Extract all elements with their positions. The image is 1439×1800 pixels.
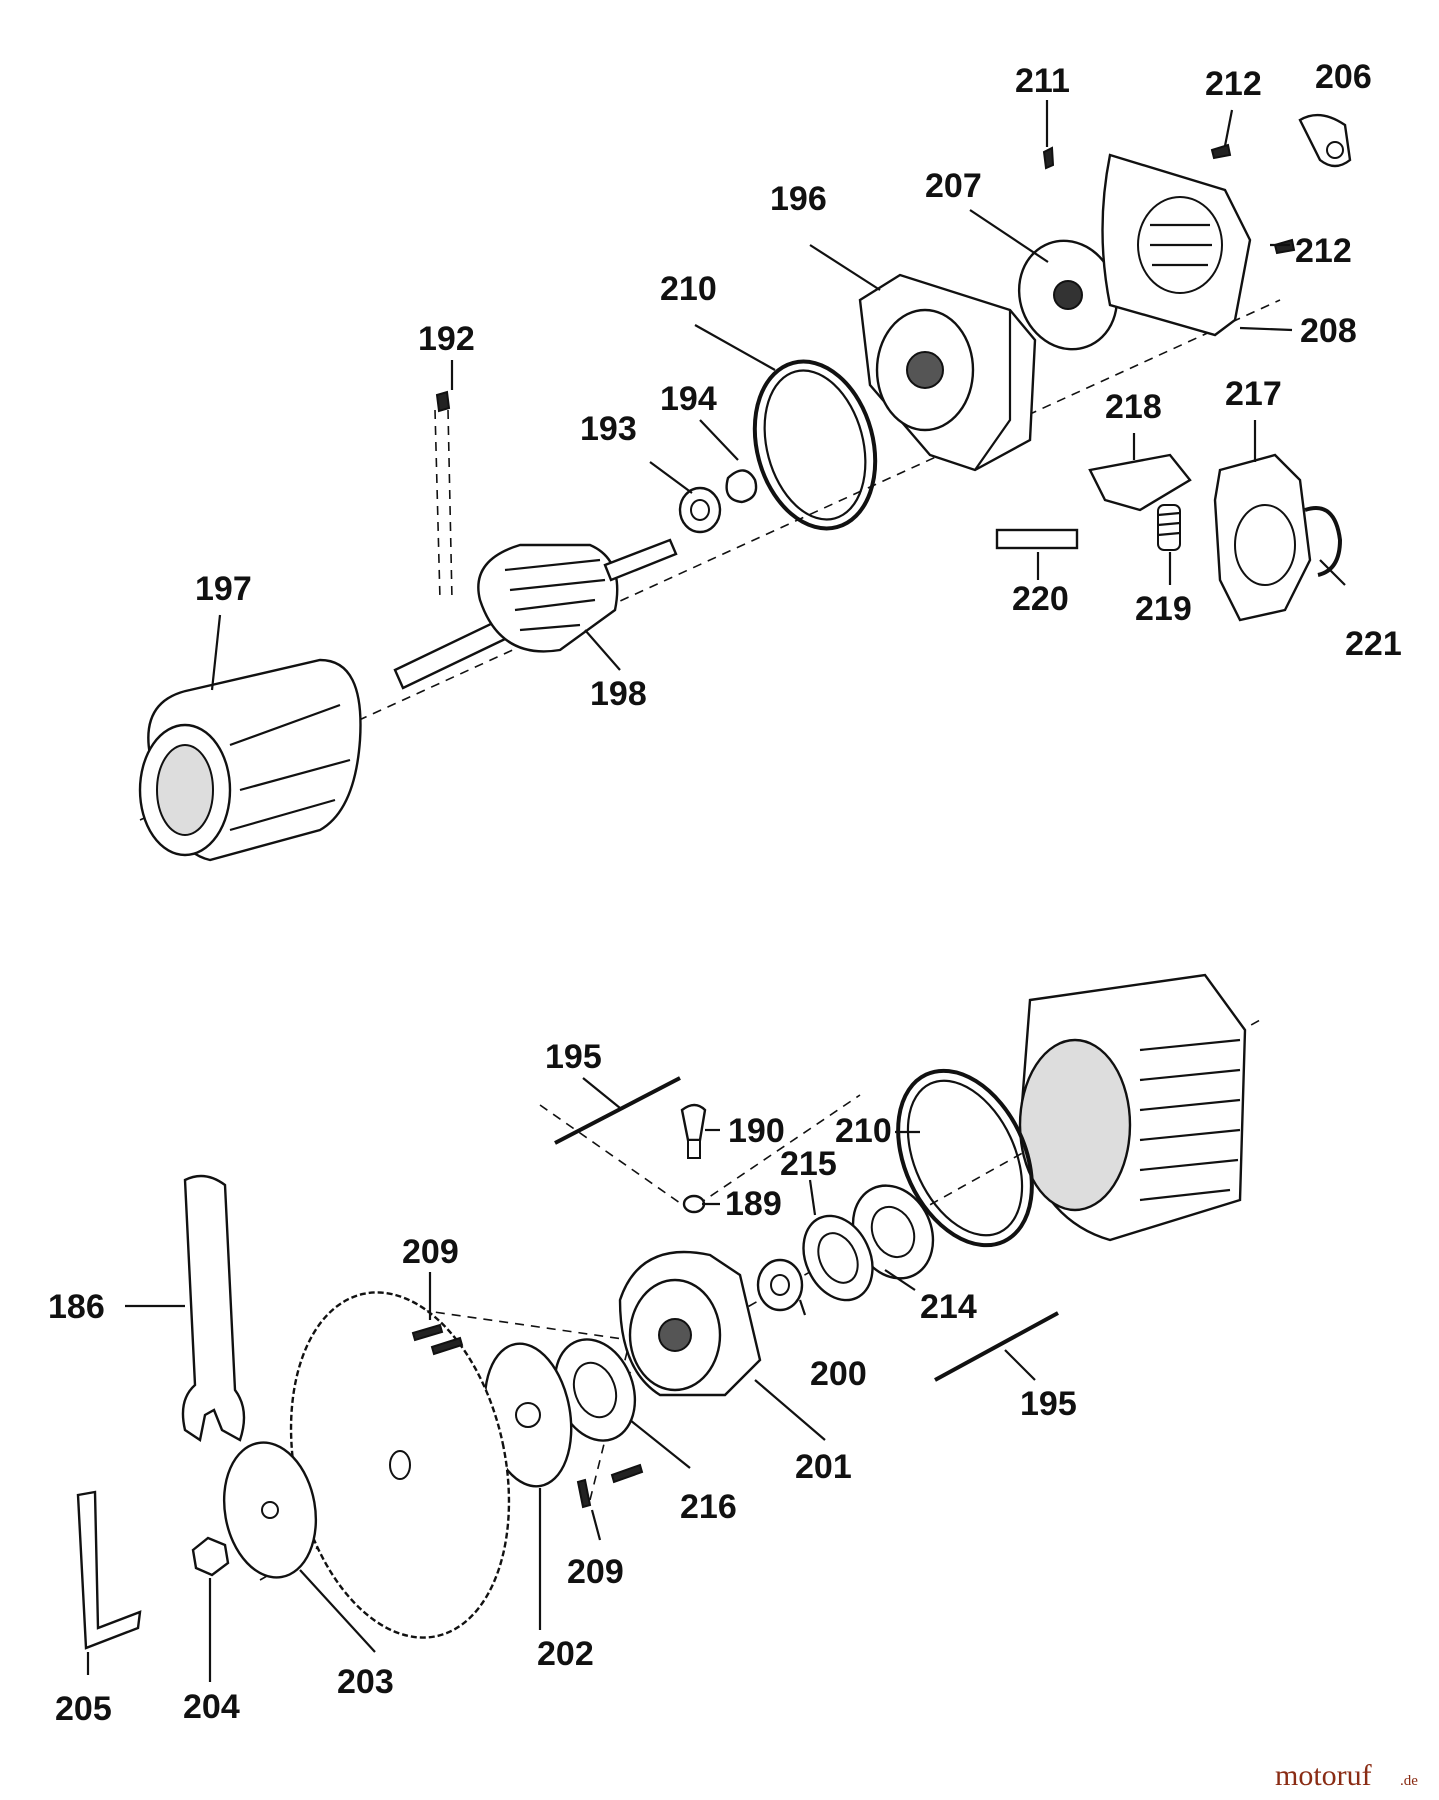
label-209-a: 209 (402, 1233, 459, 1271)
label-210-top: 210 (660, 270, 717, 308)
backplate-217 (1213, 453, 1312, 622)
leader-lines-top (210, 100, 1346, 691)
bearing-200 (756, 1258, 804, 1312)
label-211: 211 (1015, 62, 1070, 100)
knob-190 (680, 1103, 707, 1159)
armature-198 (393, 538, 678, 690)
label-195-a: 195 (545, 1038, 602, 1076)
watermark-suffix: .de (1400, 1773, 1418, 1789)
label-212-b: 212 (1295, 232, 1352, 270)
pin-192 (435, 390, 451, 413)
bracket-218 (1088, 453, 1192, 512)
label-204: 204 (183, 1688, 240, 1726)
label-212-a: 212 (1205, 65, 1262, 103)
saw-blade (289, 1291, 511, 1639)
motor-housing (1018, 973, 1247, 1242)
label-197: 197 (195, 570, 252, 608)
label-201: 201 (795, 1448, 852, 1486)
cover-208 (1101, 153, 1252, 337)
ring-221 (1304, 506, 1343, 577)
label-220: 220 (1012, 580, 1069, 618)
gasket-214 (851, 1184, 935, 1280)
rod-195-b (934, 1311, 1059, 1382)
label-186: 186 (48, 1288, 105, 1326)
leader-lines-bottom (86, 1077, 1036, 1682)
end-housing-196 (858, 273, 1037, 472)
label-210-bottom: 210 (835, 1112, 892, 1150)
label-216: 216 (680, 1488, 737, 1526)
clip-194 (725, 469, 758, 504)
label-219: 219 (1135, 590, 1192, 628)
wrench-186 (181, 1174, 246, 1442)
key-guide-line-2 (447, 409, 453, 601)
allen-key-205 (76, 1490, 142, 1650)
part-labels: 192 197 193 194 210 196 207 211 212 206 … (48, 58, 1402, 1728)
spring-219 (1157, 504, 1181, 551)
label-194: 194 (660, 380, 717, 418)
screw-212-a (1210, 143, 1232, 160)
key-206 (1298, 113, 1352, 168)
screw-211 (1042, 146, 1055, 170)
bearing-193 (678, 486, 722, 534)
label-189: 189 (725, 1185, 782, 1223)
label-207: 207 (925, 167, 982, 205)
key-guide-line (434, 409, 441, 601)
washer-202 (483, 1342, 573, 1488)
label-192: 192 (418, 320, 475, 358)
outer-washer-203 (222, 1441, 318, 1579)
label-214: 214 (920, 1288, 977, 1326)
label-218: 218 (1105, 388, 1162, 426)
flange-216 (553, 1338, 637, 1442)
rod-195-a (554, 1076, 681, 1145)
label-208: 208 (1300, 312, 1357, 350)
stator-housing-197 (138, 658, 362, 862)
screw-209-d (610, 1463, 644, 1484)
gear-housing-201 (618, 1250, 762, 1397)
belt-210-top (752, 359, 878, 531)
watermark-text: motoruf (1275, 1759, 1372, 1792)
label-206: 206 (1315, 58, 1372, 96)
label-195-b: 195 (1020, 1385, 1077, 1423)
label-198: 198 (590, 675, 647, 713)
ring-plate-215 (802, 1214, 874, 1302)
screw-209-c (576, 1478, 592, 1509)
label-217: 217 (1225, 375, 1282, 413)
screw-209-a (411, 1323, 444, 1342)
nut-189 (682, 1194, 706, 1214)
belt-210-bottom (896, 1068, 1034, 1248)
label-209-b: 209 (567, 1553, 624, 1591)
label-202: 202 (537, 1635, 594, 1673)
label-196: 196 (770, 180, 827, 218)
label-193: 193 (580, 410, 637, 448)
label-215: 215 (780, 1145, 837, 1183)
nut-204 (191, 1536, 230, 1577)
label-203: 203 (337, 1663, 394, 1701)
label-190: 190 (728, 1112, 785, 1150)
label-200: 200 (810, 1355, 867, 1393)
watermark-logo: motoruf .de (1275, 1759, 1418, 1792)
screw-212-b (1273, 238, 1296, 255)
screw-209-b (430, 1336, 464, 1356)
label-221: 221 (1345, 625, 1402, 663)
plate-220 (995, 528, 1079, 550)
label-205: 205 (55, 1690, 112, 1728)
